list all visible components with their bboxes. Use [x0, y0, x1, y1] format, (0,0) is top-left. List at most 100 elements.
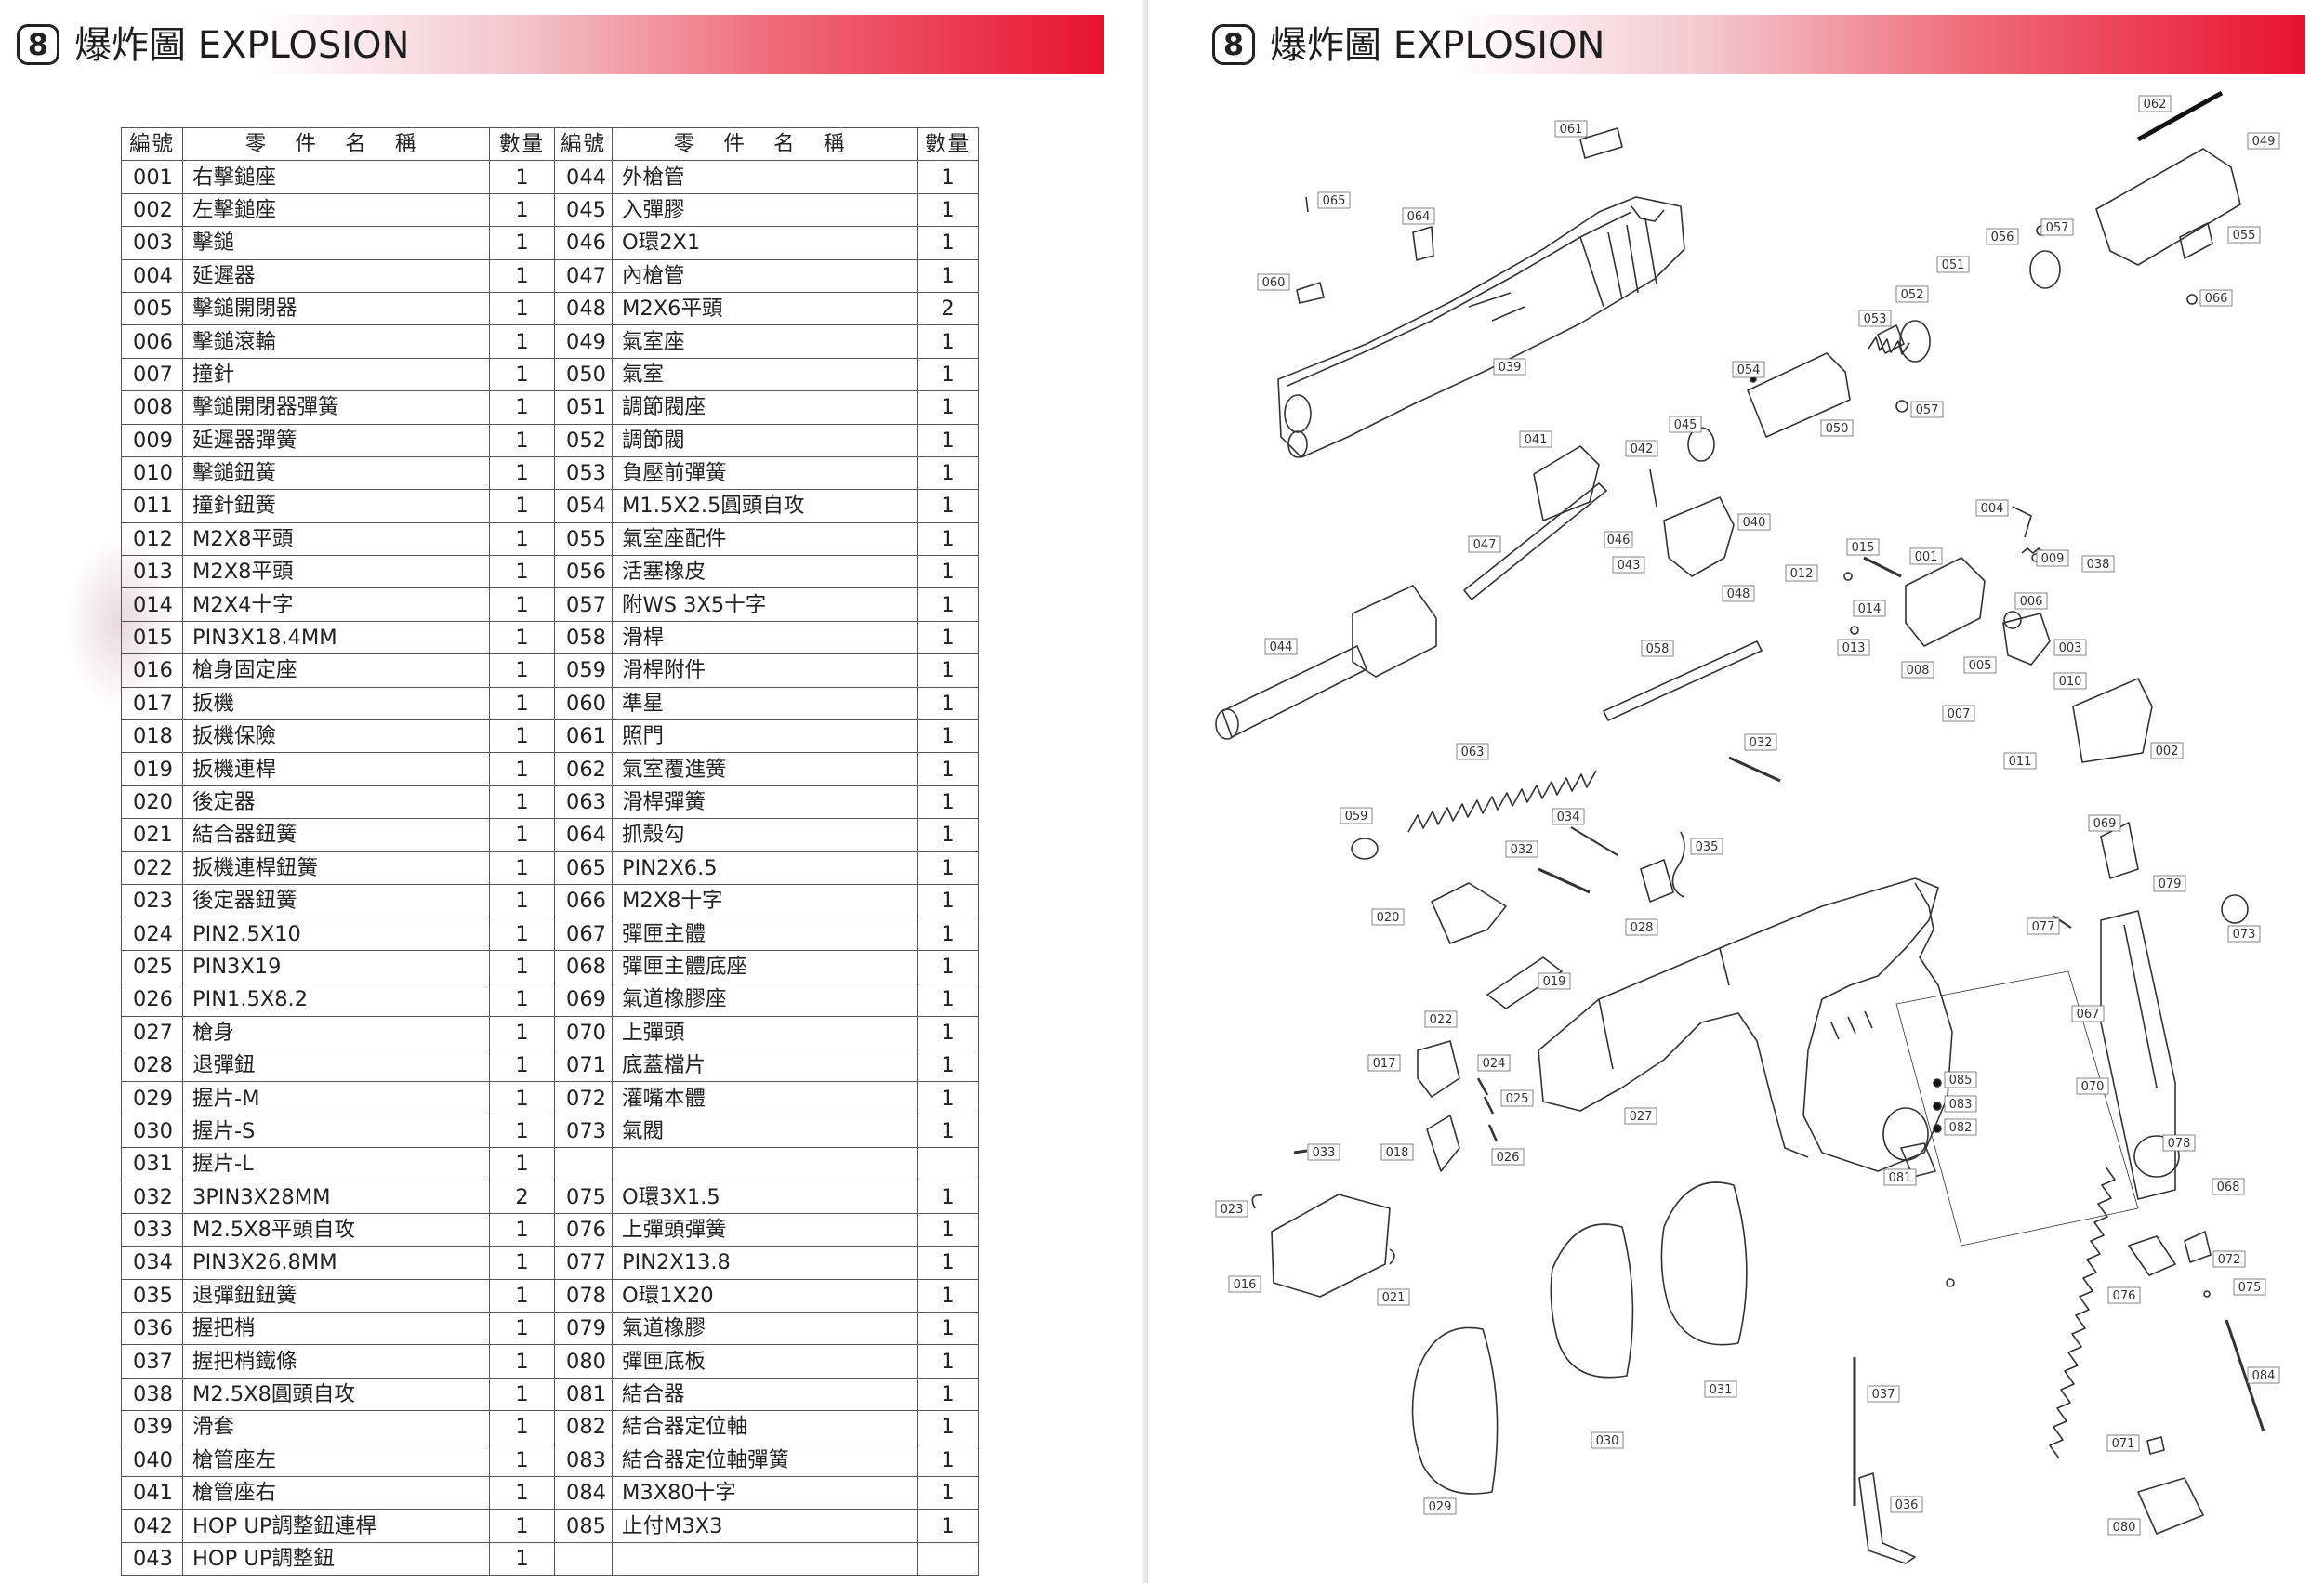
part-number-cell: 013 [121, 555, 183, 589]
part-quantity-cell: 1 [917, 226, 979, 260]
svg-text:030: 030 [1596, 1434, 1619, 1448]
part-quantity-cell: 1 [917, 917, 979, 951]
part-name-cell: 底蓋檔片 [612, 1048, 918, 1083]
svg-text:046: 046 [1607, 534, 1631, 547]
part-name-cell: 槍管座左 [182, 1443, 490, 1478]
part-quantity-cell: 1 [489, 1312, 555, 1346]
part-number-cell: 040 [121, 1443, 183, 1478]
part-number-cell: 049 [554, 324, 613, 359]
label-048: 048 [1722, 585, 1755, 602]
part-number-cell: 061 [554, 719, 613, 754]
fill-valve-072 [2184, 1231, 2212, 1263]
svg-text:028: 028 [1631, 921, 1654, 935]
part-number-cell [554, 1147, 613, 1181]
part-number-cell: 020 [121, 785, 183, 820]
svg-text:021: 021 [1382, 1291, 1406, 1305]
part-quantity-cell: 1 [489, 1410, 555, 1444]
part-name-cell: M2X8平頭 [182, 521, 490, 557]
part-quantity-cell [917, 1147, 979, 1181]
svg-text:063: 063 [1461, 745, 1485, 759]
part-name-cell: 槍身固定座 [182, 653, 490, 688]
label-082: 082 [1944, 1118, 1977, 1136]
part-quantity-cell: 1 [917, 324, 979, 359]
housing-part-055 [2179, 222, 2213, 259]
cylinder-housing-049 [2095, 148, 2241, 266]
part-name-cell: 氣室 [612, 357, 918, 392]
piston-rubber-056 [2029, 250, 2061, 289]
svg-text:044: 044 [1270, 640, 1293, 654]
part-number-cell: 060 [554, 686, 613, 721]
outer-barrel [1215, 585, 1437, 740]
label-030: 030 [1591, 1431, 1624, 1449]
label-045: 045 [1669, 416, 1702, 433]
hammer-housing-002 [2072, 678, 2153, 763]
label-057-top: 057 [2040, 218, 2074, 236]
part-name-cell: PIN2.5X10 [182, 917, 490, 951]
part-number-cell: 028 [121, 1048, 183, 1083]
part-quantity-cell: 1 [489, 1246, 555, 1280]
label-020: 020 [1371, 908, 1405, 926]
part-quantity-cell: 1 [489, 719, 555, 754]
svg-text:060: 060 [1262, 276, 1286, 290]
label-004: 004 [1975, 499, 2009, 517]
svg-text:023: 023 [1221, 1203, 1244, 1217]
label-062: 062 [2138, 95, 2172, 112]
label-002: 002 [2150, 742, 2184, 759]
part-quantity-cell: 1 [917, 521, 979, 557]
svg-text:057: 057 [2046, 221, 2069, 235]
label-073: 073 [2227, 925, 2261, 943]
label-066: 066 [2199, 289, 2233, 307]
part-quantity-cell: 1 [489, 620, 555, 655]
guide-rod-058 [1603, 640, 1763, 721]
svg-text:065: 065 [1323, 194, 1346, 208]
part-number-cell: 067 [554, 917, 613, 951]
hammer-003 [2002, 613, 2051, 666]
svg-text:069: 069 [2093, 817, 2117, 831]
backstrap-031 [1660, 1181, 1748, 1346]
part-name-cell: 調節閥 [612, 423, 918, 457]
part-name-cell: PIN3X18.4MM [182, 620, 490, 655]
part-quantity-cell: 1 [917, 1410, 979, 1444]
part-quantity-cell: 1 [489, 390, 555, 425]
svg-text:014: 014 [1858, 602, 1882, 616]
col-header-part-name: 零 件 名 稱 [182, 126, 490, 162]
part-name-cell: 延遲器 [182, 258, 490, 293]
part-number-cell: 011 [121, 489, 183, 523]
part-number-cell: 045 [554, 192, 613, 228]
part-quantity-cell: 1 [917, 1509, 979, 1543]
part-number-cell: 001 [121, 160, 183, 194]
part-number-cell: 005 [121, 291, 183, 326]
part-name-cell: 握把梢 [182, 1312, 490, 1346]
guide-rod-cap-059 [1351, 838, 1379, 860]
part-name-cell: 彈匣主體底座 [612, 949, 918, 984]
part-quantity-cell: 1 [489, 883, 555, 918]
part-name-cell: M2.5X8平頭自攻 [182, 1212, 490, 1247]
svg-text:035: 035 [1696, 840, 1719, 854]
svg-text:036: 036 [1895, 1498, 1919, 1512]
part-quantity-cell: 1 [489, 785, 555, 820]
part-quantity-cell: 1 [917, 719, 979, 754]
part-quantity-cell: 1 [917, 653, 979, 688]
part-quantity-cell: 1 [917, 160, 979, 194]
svg-text:017: 017 [1373, 1057, 1396, 1071]
part-name-cell: 退彈鈕鈕簧 [182, 1278, 490, 1313]
exploded-diagram-svg: 061 062 049 065 064 057 056 055 051 060 … [1215, 90, 2280, 1564]
part-name-cell: 附WS 3X5十字 [612, 587, 918, 622]
label-013: 013 [1837, 639, 1870, 656]
part-number-cell: 016 [121, 653, 183, 688]
part-number-cell: 078 [554, 1278, 613, 1313]
part-quantity-cell: 1 [489, 686, 555, 721]
mag-base-068 [2128, 1235, 2176, 1276]
pin-077 [2052, 915, 2072, 929]
svg-text:022: 022 [1430, 1013, 1453, 1027]
part-number-cell: 066 [554, 883, 613, 918]
svg-text:070: 070 [2081, 1080, 2105, 1094]
part-name-cell: 槍管座右 [182, 1476, 490, 1510]
